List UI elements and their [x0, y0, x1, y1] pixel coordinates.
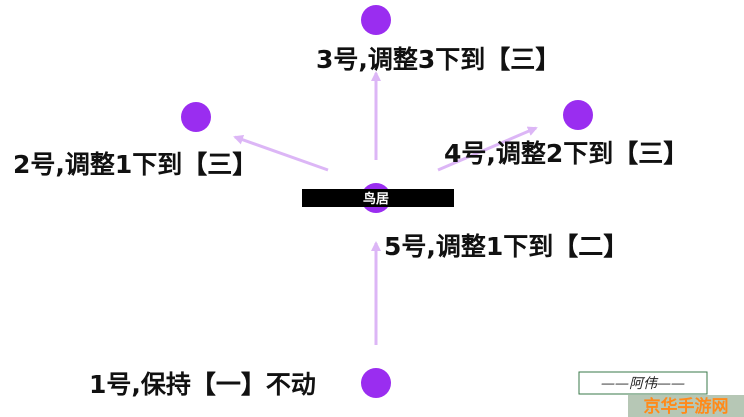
watermark-text: 京华手游网: [644, 396, 729, 417]
node-5-label: 5号,调整1下到【二】: [384, 232, 628, 261]
arrow-to-node-4: [437, 126, 538, 172]
node-3-label: 3号,调整3下到【三】: [316, 45, 560, 74]
arrow-to-node-2: [233, 134, 329, 172]
center-label: 鸟居: [363, 191, 389, 207]
center-bar: [302, 189, 454, 207]
watermark-bg: [628, 395, 744, 417]
node-1-dot: [361, 368, 391, 398]
signature-box: [578, 371, 708, 395]
node-3-dot: [361, 5, 391, 35]
signature-text: ——阿伟——: [601, 376, 685, 392]
node-4-dot: [563, 100, 593, 130]
node-1-label: 1号,保持【一】不动: [89, 370, 316, 399]
node-2-dot: [181, 102, 211, 132]
node-2-label: 2号,调整1下到【三】: [13, 150, 257, 179]
node-4-label: 4号,调整2下到【三】: [444, 139, 688, 168]
